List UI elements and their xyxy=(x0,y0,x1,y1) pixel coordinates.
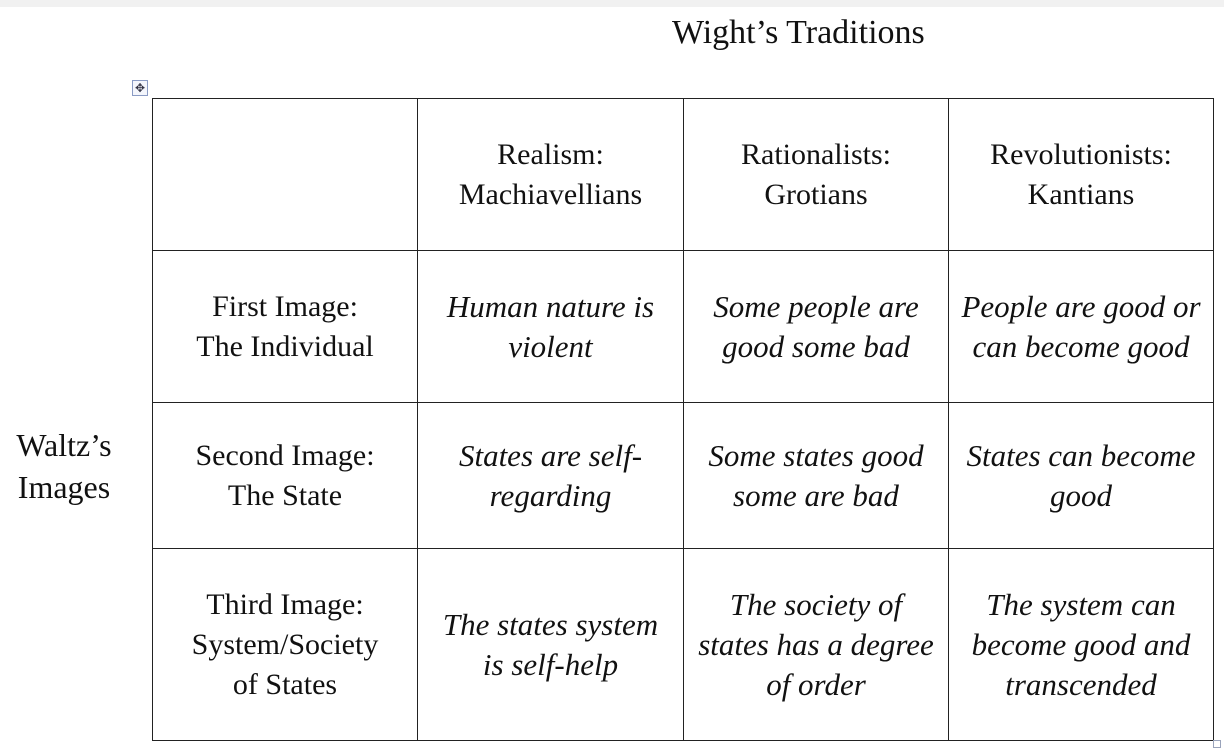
table-row: Second Image: The State States are self-… xyxy=(152,402,1214,549)
cell-line: People are good or xyxy=(961,288,1201,324)
row-label-first-image: First Image: The Individual xyxy=(152,250,418,403)
row-axis-title-line: Waltz’s xyxy=(16,427,112,463)
cell-line: States are self- xyxy=(458,437,643,473)
cell-line: States can become xyxy=(966,437,1196,473)
table-cell: States can become good xyxy=(948,402,1214,549)
row-label-line: Second Image: xyxy=(195,438,375,472)
row-axis-title-line: Images xyxy=(17,469,111,505)
table-cell: Some states good some are bad xyxy=(683,402,949,549)
header-line: Realism: xyxy=(497,137,604,171)
cell-line: Human nature is xyxy=(446,288,655,324)
cell-line: transcended xyxy=(1005,666,1157,702)
cell-line: violent xyxy=(508,328,593,364)
cell-line: become good and xyxy=(971,626,1191,662)
traditions-images-table: Realism: Machiavellians Rationalists: Gr… xyxy=(152,98,1214,741)
column-header-revolutionists: Revolutionists: Kantians xyxy=(948,98,1214,251)
cell-line: can become good xyxy=(972,328,1190,364)
cell-line: states has a degree xyxy=(698,626,934,662)
header-line: Kantians xyxy=(1027,177,1135,211)
column-header-realism: Realism: Machiavellians xyxy=(417,98,684,251)
table-row: First Image: The Individual Human nature… xyxy=(152,250,1214,403)
row-label-second-image: Second Image: The State xyxy=(152,402,418,549)
table-cell: Some people are good some bad xyxy=(683,250,949,403)
cell-line: is self-help xyxy=(482,646,619,682)
cell-line: good some bad xyxy=(722,328,910,364)
cell-line: good xyxy=(1050,477,1112,513)
table-cell: People are good or can become good xyxy=(948,250,1214,403)
table-cell: States are self- regarding xyxy=(417,402,684,549)
resize-handle-icon[interactable] xyxy=(1213,740,1221,748)
table-cell: Human nature is violent xyxy=(417,250,684,403)
column-axis-title: Wight’s Traditions xyxy=(672,14,925,51)
row-label-line: The Individual xyxy=(196,329,374,363)
table-header-row: Realism: Machiavellians Rationalists: Gr… xyxy=(152,98,1214,251)
cell-line: regarding xyxy=(489,477,612,513)
table-cell: The society of states has a degree of or… xyxy=(683,548,949,741)
row-label-line: The State xyxy=(227,478,343,512)
row-label-line: System/Society xyxy=(191,627,379,661)
row-label-line: First Image: xyxy=(212,289,358,323)
header-line: Revolutionists: xyxy=(990,137,1172,171)
header-line: Rationalists: xyxy=(741,137,891,171)
cell-line: The states system xyxy=(442,606,659,642)
table-corner-cell xyxy=(152,98,418,251)
column-header-rationalists: Rationalists: Grotians xyxy=(683,98,949,251)
row-label-third-image: Third Image: System/Society of States xyxy=(152,548,418,741)
cell-line: The society of xyxy=(729,586,903,622)
cell-line: Some states good xyxy=(708,437,924,473)
cell-line: Some people are xyxy=(713,288,919,324)
cell-line: of order xyxy=(766,666,866,702)
row-label-line: Third Image: xyxy=(206,587,364,621)
move-arrows-icon[interactable]: ✥ xyxy=(132,80,148,96)
cell-line: some are bad xyxy=(733,477,899,513)
header-line: Grotians xyxy=(764,177,868,211)
table-row: Third Image: System/Society of States Th… xyxy=(152,548,1214,741)
cell-line: The system can xyxy=(986,586,1176,622)
header-line: Machiavellians xyxy=(458,177,643,211)
window-top-strip xyxy=(0,0,1224,7)
table-cell: The system can become good and transcend… xyxy=(948,548,1214,741)
row-axis-title: Waltz’s Images xyxy=(4,424,124,508)
table-cell: The states system is self-help xyxy=(417,548,684,741)
row-label-line: of States xyxy=(232,667,338,701)
